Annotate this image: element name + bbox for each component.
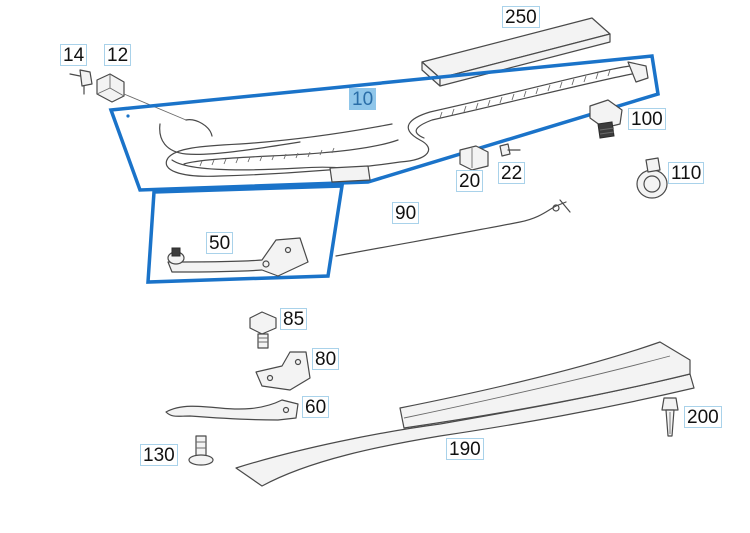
callout-50[interactable]: 50 (206, 232, 234, 254)
selection-dot (126, 114, 130, 118)
callout-85[interactable]: 85 (280, 308, 308, 330)
part-20-grommet[interactable] (459, 145, 489, 171)
part-22-screw[interactable] (499, 143, 521, 157)
callout-110[interactable]: 110 (668, 162, 705, 184)
part-12-cap[interactable] (96, 73, 125, 103)
part-10-cable-harness[interactable] (159, 61, 649, 183)
selection-outline-10[interactable] (108, 54, 660, 192)
part-85-bolt[interactable] (249, 311, 277, 349)
callout-90[interactable]: 90 (392, 202, 420, 224)
part-80-bracket[interactable] (255, 351, 311, 391)
part-190-sill-strip[interactable] (235, 341, 695, 487)
callout-200[interactable]: 200 (684, 406, 722, 428)
part-50-bracket-lever[interactable] (167, 237, 309, 277)
callout-250[interactable]: 250 (502, 6, 540, 28)
part-14-pin[interactable] (69, 69, 93, 95)
callout-12[interactable]: 12 (104, 44, 132, 66)
callout-14[interactable]: 14 (60, 44, 88, 66)
callout-20[interactable]: 20 (456, 170, 484, 192)
callout-10[interactable]: 10 (349, 88, 377, 110)
part-90-cable[interactable] (335, 199, 571, 257)
callout-60[interactable]: 60 (302, 396, 330, 418)
callout-100[interactable]: 100 (628, 108, 666, 130)
part-200-push-rivet[interactable] (661, 397, 679, 437)
callout-22[interactable]: 22 (498, 162, 526, 184)
part-100-clip[interactable] (589, 99, 623, 139)
callout-130[interactable]: 130 (140, 444, 178, 466)
part-110-ring-clip[interactable] (636, 157, 668, 199)
part-60-lever-arm[interactable] (165, 399, 299, 421)
selection-outline-50[interactable] (146, 184, 345, 284)
callout-80[interactable]: 80 (312, 348, 340, 370)
part-130-screw[interactable] (188, 435, 214, 466)
callout-190[interactable]: 190 (446, 438, 484, 460)
